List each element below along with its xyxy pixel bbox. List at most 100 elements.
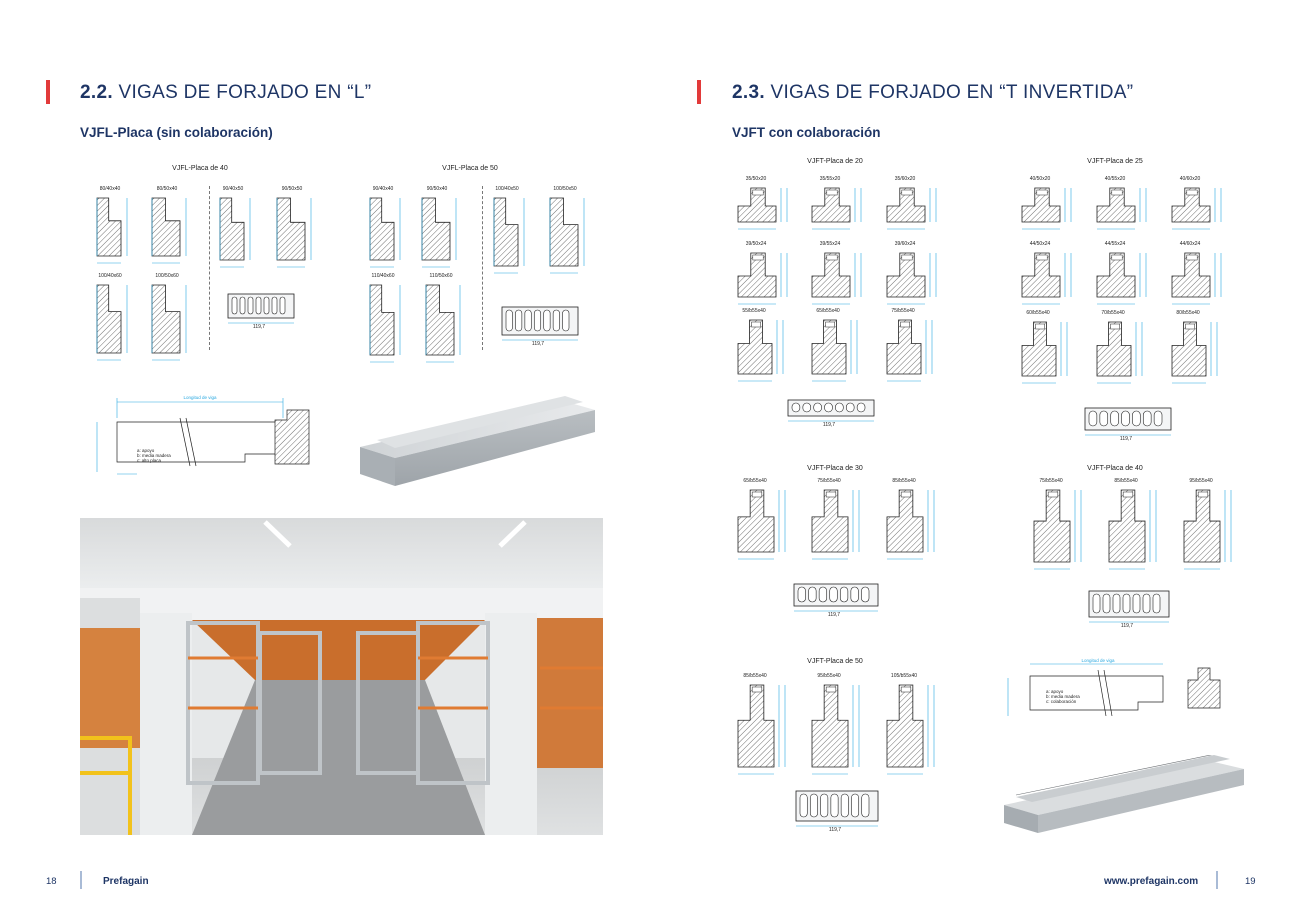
section-caption: 90/50x40 (426, 186, 448, 192)
section-caption: 40/55x20 (1104, 176, 1126, 182)
l-beam-section (276, 197, 312, 268)
warehouse-photo (80, 518, 603, 835)
section-caption: 90/40x40 (372, 186, 394, 192)
t-beam-section (737, 684, 786, 775)
website-link[interactable]: www.prefagain.com (1104, 876, 1199, 887)
slab-width-label: 119,7 (1119, 436, 1133, 442)
t-beam-section (886, 489, 935, 560)
t-beam-section (886, 319, 933, 382)
section-caption: 110/50x60 (429, 273, 453, 279)
divider-line (209, 186, 210, 350)
section-caption: 39/50x24 (745, 241, 767, 247)
legend-line: a: apoyo (1046, 689, 1064, 694)
section-caption: 100/50x50 (553, 186, 577, 192)
group-title: VJFT-Placa de 25 (1087, 158, 1143, 165)
section-caption: 95/b55x40 (817, 673, 841, 679)
l-beam-section (493, 197, 525, 274)
hollow-core-slab (795, 790, 879, 827)
section-title-left: 2.2. VIGAS DE FORJADO EN “L” (80, 82, 372, 103)
t-beam-section (886, 187, 937, 230)
section-caption: 40/60x20 (1179, 176, 1201, 182)
group-title: VJFT-Placa de 20 (807, 158, 863, 165)
accent-bar (46, 80, 50, 104)
section-caption: 65/b55x40 (816, 308, 840, 314)
l-beam-section (369, 284, 401, 363)
t-beam-section (737, 252, 788, 305)
t-beam-section (1171, 187, 1222, 230)
footer-rule (1216, 871, 1218, 889)
section-caption: 80/40x40 (99, 186, 121, 192)
section-caption: 35/50x20 (745, 176, 767, 182)
l-beam-section (421, 197, 457, 268)
section-caption: 44/60x24 (1179, 241, 1201, 247)
group-title: VJFT-Placa de 50 (807, 658, 863, 665)
t-beam-section (811, 252, 862, 305)
t-beam-section (811, 684, 860, 775)
l-beam-section (425, 284, 461, 363)
page-number-right: 19 (1245, 876, 1256, 887)
section-caption: 90/40x50 (222, 186, 244, 192)
section-caption: 60/b55x40 (1026, 310, 1050, 316)
l-beam-section (369, 197, 401, 268)
divider-line (482, 186, 483, 350)
section-caption: 85/b55x40 (892, 478, 916, 484)
section-caption: 40/50x20 (1029, 176, 1051, 182)
t-beam-section (1096, 321, 1143, 384)
t-beam-section (1096, 252, 1147, 305)
beam-detail-drawing: Longitud de viga a: apoyo b: media mader… (96, 395, 310, 475)
detail-length-label: Longitud de viga (1081, 658, 1115, 663)
section-caption: 44/55x24 (1104, 241, 1126, 247)
t-beam-section (1183, 489, 1232, 570)
section-caption: 110/40x60 (371, 273, 395, 279)
section-caption: 44/50x24 (1029, 241, 1051, 247)
t-beam-section (811, 187, 862, 230)
section-caption: 80/50x40 (156, 186, 178, 192)
legend-line: c: colaboración (1046, 699, 1077, 704)
slab-width-label: 119,7 (1120, 623, 1134, 629)
section-caption: 75/b55x40 (817, 478, 841, 484)
t-beam-section (1033, 489, 1082, 570)
slab-width-label: 119,7 (822, 422, 836, 428)
section-caption: 105/b55x40 (890, 673, 918, 679)
l-beam-section (549, 197, 585, 274)
subtitle-left: VJFL-Placa (sin colaboración) (80, 125, 273, 140)
t-beam-section (1096, 187, 1147, 230)
section-caption: 100/50x60 (155, 273, 179, 279)
group-title: VJFL-Placa de 50 (442, 165, 498, 172)
section-caption: 85/b55x40 (1114, 478, 1138, 484)
footer-rule (80, 871, 82, 889)
section-caption: 75/b55x40 (891, 308, 915, 314)
section-caption: 35/55x20 (819, 176, 841, 182)
t-beam-section (737, 319, 784, 382)
l-beam-section (96, 197, 128, 264)
t-beam-section (1171, 321, 1218, 384)
legend-line: b: media madera (137, 453, 171, 458)
section-caption: 55/b55x40 (742, 308, 766, 314)
section-caption: 90/50x50 (281, 186, 303, 192)
section-caption: 35/60x20 (894, 176, 916, 182)
hollow-core-slab (1088, 590, 1170, 623)
section-caption: 39/60x24 (894, 241, 916, 247)
t-beam-section (1108, 489, 1157, 570)
hollow-core-slab (501, 306, 579, 341)
subtitle-right: VJFT con colaboración (732, 125, 881, 140)
section-caption: 100/40x60 (98, 273, 122, 279)
slab-width-label: 119,7 (828, 827, 842, 833)
t-beam-section (1171, 252, 1222, 305)
t-beam-section (1021, 187, 1072, 230)
section-caption: 100/40x50 (495, 186, 519, 192)
section-caption: 85/b55x40 (743, 673, 767, 679)
section-caption: 70/b55x40 (1101, 310, 1125, 316)
section-caption: 39/55x24 (819, 241, 841, 247)
l-beam-section (219, 197, 251, 268)
l-beam-section (151, 197, 187, 264)
hollow-core-slab (793, 583, 879, 612)
section-caption: 75/b55x40 (1039, 478, 1063, 484)
t-beam-3d-render (1004, 755, 1244, 833)
l-beam-section (151, 284, 187, 361)
legend-line: a: apoyo (137, 448, 155, 453)
t-beam-section (811, 319, 858, 382)
section-caption: 80/b55x40 (1176, 310, 1200, 316)
detail-length-label: Longitud de viga (183, 395, 217, 400)
page-number-left: 18 (46, 876, 57, 887)
